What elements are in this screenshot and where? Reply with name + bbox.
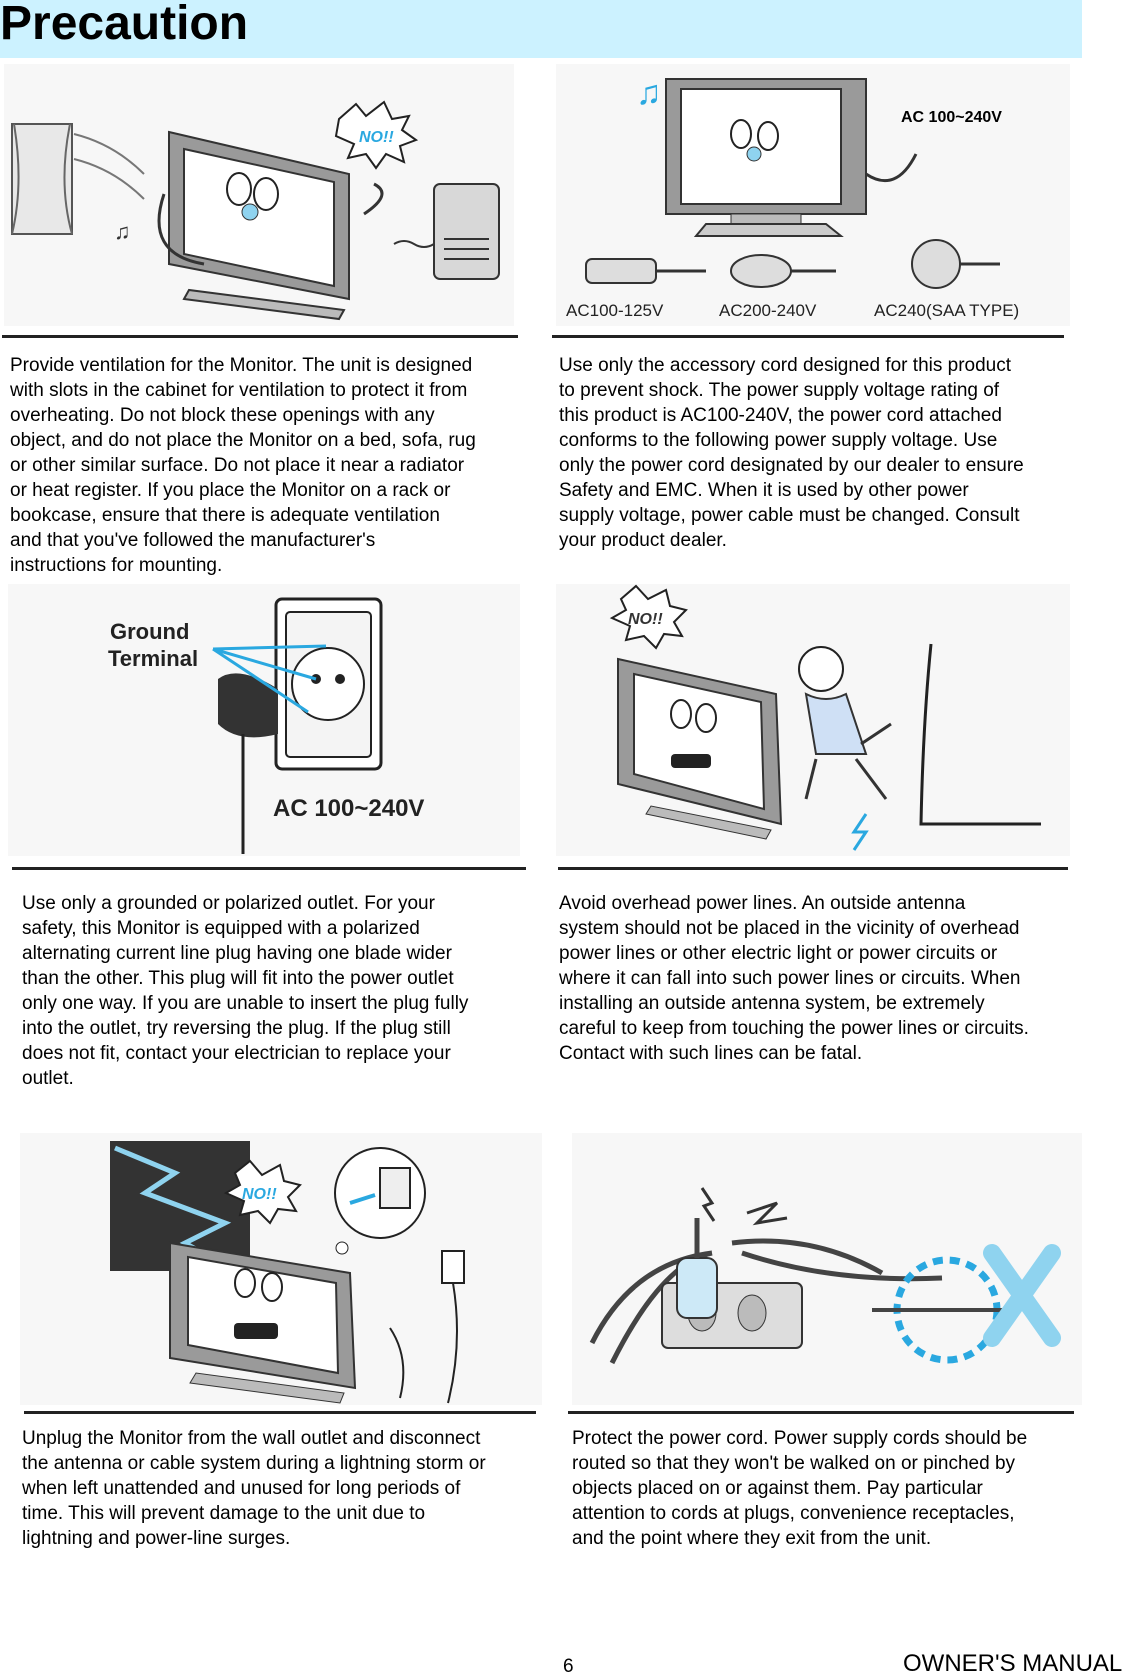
cord-protection-illustration — [572, 1133, 1082, 1405]
lightning-illustration: NO!! — [20, 1133, 542, 1405]
divider-rule — [552, 335, 1064, 338]
no-sign-label: NO!! — [359, 129, 394, 146]
plug-label-2: AC200-240V — [719, 301, 817, 320]
grounded-outlet-illustration: Ground Terminal AC 100~240V — [8, 584, 520, 856]
page-number: 6 — [563, 1656, 574, 1677]
power-lines-text: Avoid overhead power lines. An outside a… — [559, 893, 1029, 1064]
power-cord-voltage-label: AC 100~240V — [901, 109, 1002, 126]
outlet-voltage-label: AC 100~240V — [273, 795, 424, 822]
divider-rule — [568, 1411, 1074, 1414]
ground-label-line2: Terminal — [108, 646, 198, 671]
ventilation-illustration: NO!! ♫ — [4, 64, 514, 326]
power-cord-text: Use only the accessory cord designed for… — [559, 355, 1024, 551]
divider-rule — [12, 867, 526, 870]
svg-text:♫: ♫ — [114, 219, 131, 244]
plug-label-3: AC240(SAA TYPE) — [874, 301, 1019, 320]
no-sign-label: NO!! — [242, 1186, 277, 1203]
ground-label-line1: Ground — [110, 619, 189, 644]
page-title: Precaution — [0, 0, 249, 50]
title-bar: Precaution — [0, 0, 1082, 58]
plug-label-1: AC100-125V — [566, 301, 664, 320]
divider-rule — [558, 867, 1068, 870]
divider-rule — [2, 335, 518, 338]
svg-text:♫: ♫ — [636, 74, 662, 112]
manual-label: OWNER'S MANUAL — [903, 1650, 1123, 1677]
ventilation-text: Provide ventilation for the Monitor. The… — [10, 355, 476, 576]
lightning-text: Unplug the Monitor from the wall outlet … — [22, 1428, 486, 1549]
cord-protection-text: Protect the power cord. Power supply cor… — [572, 1428, 1028, 1549]
grounded-outlet-text: Use only a grounded or polarized outlet.… — [22, 893, 469, 1089]
divider-rule — [24, 1411, 536, 1414]
no-sign-label: NO!! — [628, 611, 663, 628]
power-cord-illustration: ♫ AC 100~240V AC100-125V AC200-240V AC24… — [556, 64, 1070, 326]
power-lines-illustration: NO!! — [556, 584, 1070, 856]
